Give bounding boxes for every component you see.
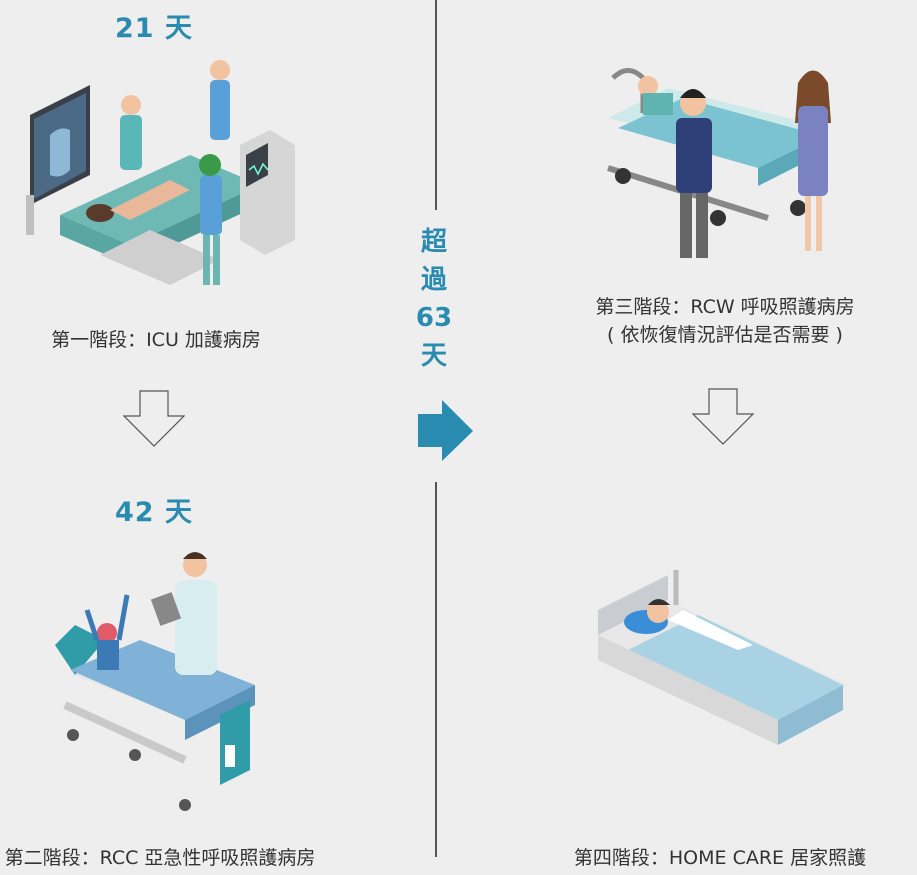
divider-line-bottom bbox=[435, 482, 437, 857]
home-care-illustration bbox=[598, 570, 848, 745]
divider-line-top bbox=[435, 0, 437, 210]
icu-illustration bbox=[26, 60, 295, 285]
right-arrow-icon bbox=[418, 400, 473, 461]
stage2-days: 42 天 bbox=[115, 497, 193, 528]
duration-char-4: 天 bbox=[420, 341, 447, 371]
stage3-caption-line1: 第三階段：RCW 呼吸照護病房 bbox=[595, 296, 855, 318]
duration-char-1: 超 bbox=[420, 227, 447, 257]
stage4-caption: 第四階段：HOME CARE 居家照護 bbox=[573, 847, 867, 869]
duration-number: 63 bbox=[415, 303, 453, 333]
stage2-caption: 第二階段：RCC 亞急性呼吸照護病房 bbox=[4, 847, 316, 869]
stage1-caption: 第一階段：ICU 加護病房 bbox=[51, 329, 261, 351]
rcc-illustration bbox=[55, 552, 255, 811]
down-arrow-icon bbox=[692, 388, 754, 445]
duration-char-2: 過 bbox=[420, 265, 447, 295]
stage3-caption-line2: ( 依恢復情況評估是否需要 ) bbox=[607, 324, 843, 346]
stage1-days: 21 天 bbox=[115, 13, 193, 44]
down-arrow-icon bbox=[123, 390, 185, 447]
rcw-illustration bbox=[607, 68, 831, 258]
